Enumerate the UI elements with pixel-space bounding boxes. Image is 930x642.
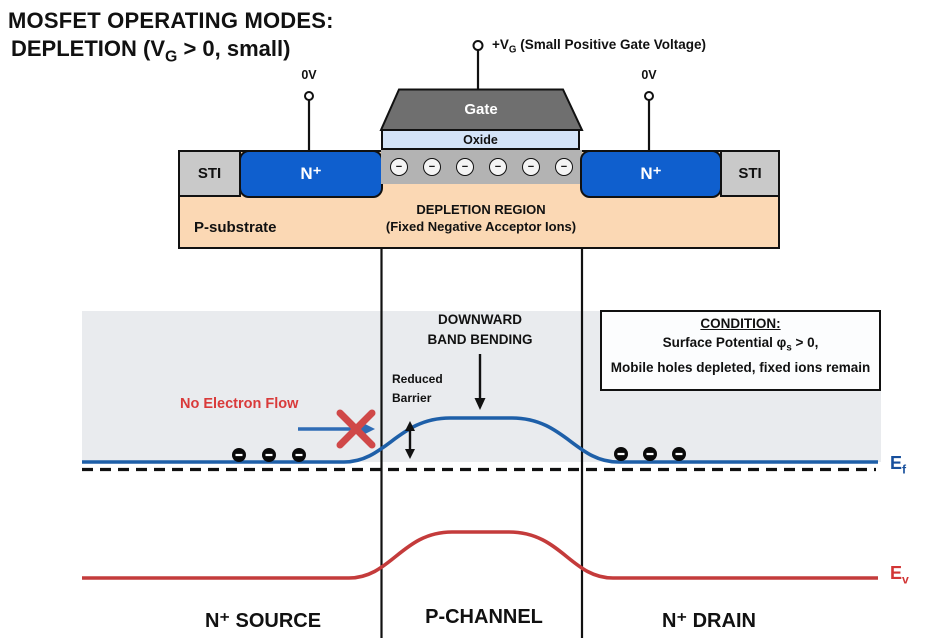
page-title: MOSFET OPERATING MODES:: [8, 8, 334, 33]
source-region-label: N⁺ SOURCE: [204, 610, 322, 632]
blocked-x-icon: [336, 409, 376, 449]
drain-nplus-label: N⁺: [640, 164, 662, 183]
depletion-channel-strip: − − − − − −: [381, 150, 582, 184]
drain-nplus-region: N⁺: [580, 150, 722, 198]
drain-terminal-icon: [644, 91, 654, 101]
oxide-label: Oxide: [463, 132, 498, 147]
valence-band-curve: [82, 530, 878, 580]
gate-voltage-label: +VG (Small Positive Gate Voltage): [492, 37, 707, 56]
sti-right-label: STI: [738, 165, 762, 182]
oxide-layer: Oxide: [381, 129, 580, 150]
condition-line2: Mobile holes depleted, fixed ions remain: [610, 359, 871, 375]
source-voltage-label: 0V: [301, 68, 317, 82]
band-bending-label-line1: DOWNWARD: [438, 312, 522, 327]
no-electron-flow-label: No Electron Flow: [180, 396, 299, 412]
depletion-region-sublabel: (Fixed Negative Acceptor Ions): [385, 219, 577, 234]
barrier-arrowhead-up: [405, 421, 415, 431]
source-electrons: [232, 448, 306, 462]
sti-left-region: STI: [178, 150, 241, 197]
gate-label: Gate: [464, 101, 498, 118]
depletion-region-label: DEPLETION REGION: [416, 202, 546, 217]
source-nplus-region: N⁺: [239, 150, 383, 198]
valence-band-label: Ev: [890, 563, 909, 587]
acceptor-ion-icon: −: [456, 158, 474, 176]
condition-heading: CONDITION:: [700, 316, 781, 331]
acceptor-ion-icon: −: [390, 158, 408, 176]
sti-right-region: STI: [720, 150, 780, 197]
reduced-barrier-label: Reduced Barrier: [392, 372, 443, 405]
barrier-arrowhead-down: [405, 449, 415, 459]
condition-line1: Surface Potential φs > 0,: [662, 335, 819, 354]
acceptor-ion-icon: −: [555, 158, 573, 176]
sti-left-label: STI: [197, 165, 222, 182]
acceptor-ion-icon: −: [423, 158, 441, 176]
source-terminal-icon: [304, 91, 314, 101]
acceptor-ion-icon: −: [489, 158, 507, 176]
conduction-band-curve: [82, 416, 878, 464]
electron-flow-arrowhead: [362, 422, 375, 436]
drain-voltage-label: 0V: [641, 68, 657, 82]
page-subtitle: DEPLETION (VG > 0, small): [11, 36, 291, 66]
condition-box: CONDITION: Surface Potential φs > 0, Mob…: [600, 310, 881, 391]
source-nplus-label: N⁺: [300, 164, 322, 183]
band-bending-arrowhead: [474, 398, 486, 410]
substrate-label: P-substrate: [194, 219, 277, 236]
drain-region-label: N⁺ DRAIN: [662, 610, 756, 632]
band-bending-label-line2: BAND BENDING: [427, 332, 533, 347]
acceptor-ion-icon: −: [522, 158, 540, 176]
fermi-level-label: Ef: [890, 453, 907, 477]
drain-electrons: [614, 447, 686, 461]
channel-region-label: P-CHANNEL: [425, 606, 543, 628]
gate-terminal-icon: [472, 40, 484, 51]
